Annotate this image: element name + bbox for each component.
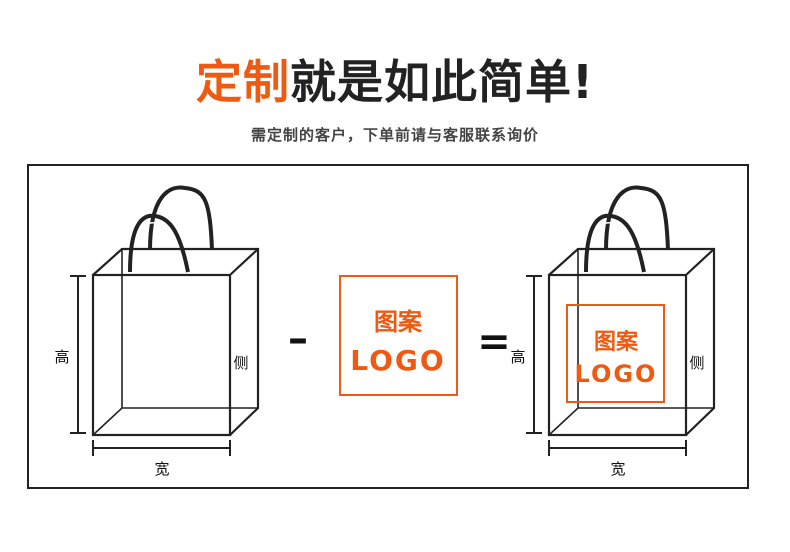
printed-logo-area: 图案 LOGO	[566, 304, 665, 403]
height-label: 高	[54, 348, 69, 366]
width-label-right: 宽	[610, 460, 625, 478]
logo-box: 图案 LOGO	[339, 275, 458, 396]
equals-operator: =	[477, 319, 511, 365]
diagram-panel	[27, 164, 749, 489]
minus-operator: –	[288, 316, 308, 362]
printed-logo-line2: LOGO	[575, 360, 658, 388]
custom-bag-illustration	[526, 185, 716, 456]
logo-box-line2: LOGO	[350, 344, 445, 377]
height-label-right: 高	[510, 348, 525, 366]
width-label: 宽	[154, 460, 169, 478]
page-title: 定制就是如此简单!	[0, 52, 790, 112]
title-rest: 就是如此简单!	[290, 55, 594, 109]
page-subtitle: 需定制的客户，下单前请与客服联系询价	[250, 126, 539, 144]
title-accent: 定制	[196, 55, 290, 109]
printed-logo-line1: 图案	[594, 329, 639, 355]
side-label: 侧	[233, 354, 248, 372]
side-label-right: 侧	[689, 354, 704, 372]
logo-box-line1: 图案	[374, 308, 423, 336]
plain-bag-illustration	[70, 185, 260, 456]
